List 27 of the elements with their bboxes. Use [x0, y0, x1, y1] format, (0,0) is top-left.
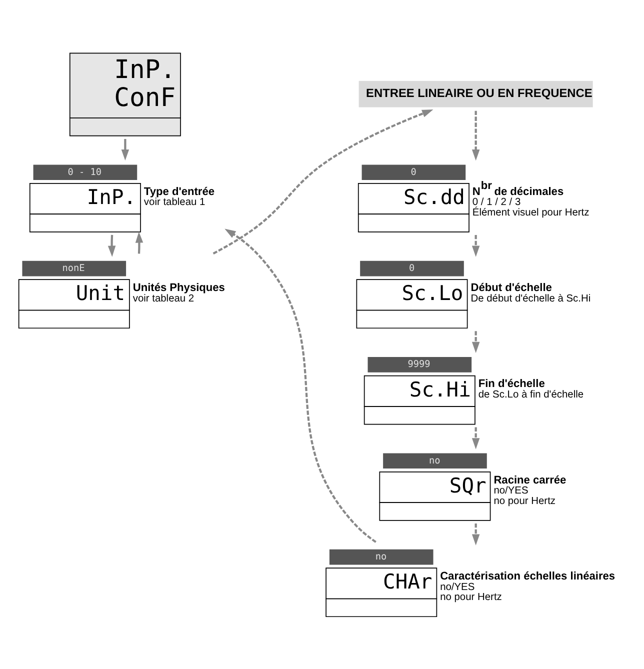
arrow [472, 523, 480, 546]
arrow [108, 234, 116, 257]
node-label: Début d'échelle [470, 282, 552, 294]
node-label: no pour Hertz [440, 592, 502, 604]
node-label: Fin d'échelle [478, 378, 545, 390]
node-label: Caractérisation échelles linéaires [440, 570, 616, 583]
node-label: Unités Physiques [132, 282, 225, 294]
arrow [472, 331, 480, 354]
arrow [472, 427, 480, 450]
node-label: no/YES [494, 486, 528, 497]
arrow [212, 110, 434, 254]
arrow [224, 228, 376, 543]
node-label: voir tableau 1 [144, 197, 206, 208]
arrow [472, 110, 480, 161]
arrow [135, 232, 144, 254]
node-label: De début d'échelle à Sc.Hi [470, 293, 591, 304]
arrow [472, 234, 480, 257]
node-label: Élément visuel pour Hertz [472, 207, 590, 218]
node-label: no pour Hertz [494, 496, 556, 507]
node-label: de Sc.Lo à fin d'échelle [478, 390, 584, 401]
node-box: ENTREE LINEAIRE OU EN FREQUENCE [358, 80, 593, 108]
node-label: 0 / 1 / 2 / 3 [472, 197, 521, 208]
node-label: Racine carrée [494, 474, 566, 486]
arrow [121, 138, 130, 161]
node-label: no/YES [440, 582, 475, 593]
node-label: voir tableau 2 [132, 293, 194, 304]
node-label: Type d'entrée [144, 186, 214, 198]
